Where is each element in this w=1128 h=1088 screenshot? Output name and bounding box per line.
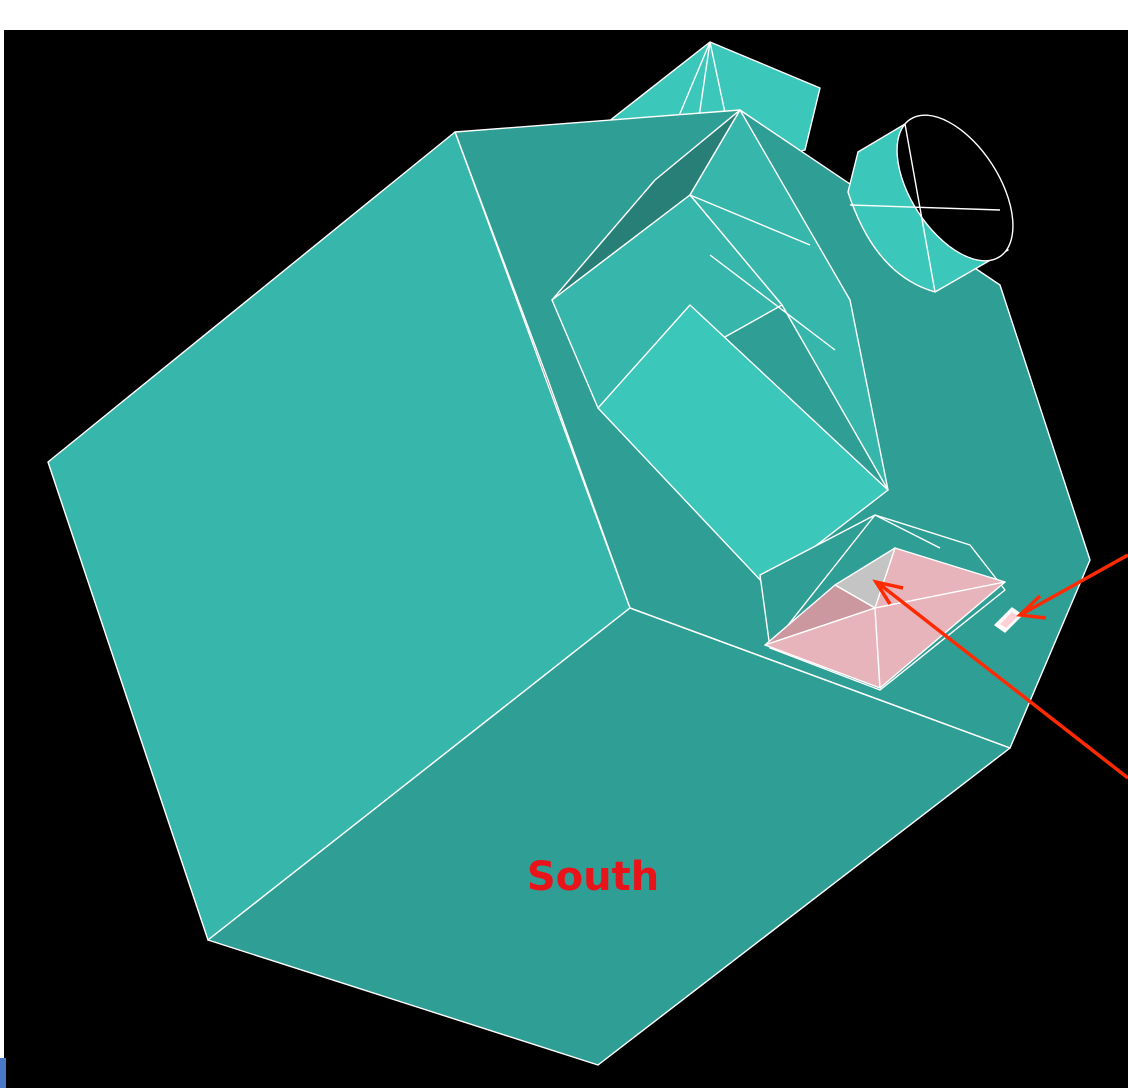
header-strip — [0, 0, 1128, 30]
corner-accent — [0, 1058, 6, 1088]
telescope-tube — [551, 109, 889, 586]
arrow-to-side-sensor — [1021, 553, 1128, 616]
cylinder-antenna — [847, 114, 1014, 293]
highlighted-sensor[interactable] — [764, 547, 1006, 689]
south-face-label: South — [527, 854, 659, 900]
arrow-to-highlighted-sensor — [876, 581, 1128, 780]
front-box — [47, 131, 1011, 1066]
indicator-arrows — [872, 553, 1128, 780]
